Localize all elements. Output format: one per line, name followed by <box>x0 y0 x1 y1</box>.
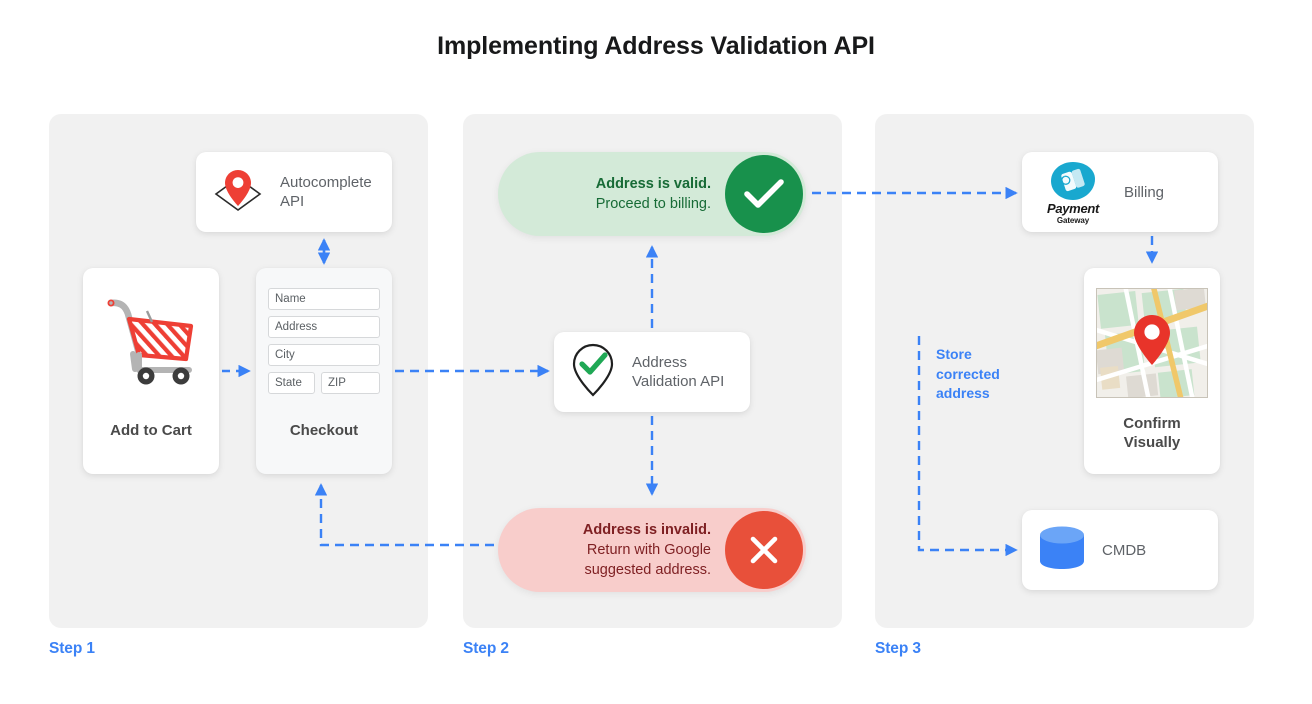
address-valid-pill: Address is valid. Proceed to billing. <box>498 152 806 236</box>
payment-gateway-sub: Gateway <box>1056 215 1090 225</box>
name-field[interactable]: Name <box>268 288 380 310</box>
step-1-label: Step 1 <box>49 640 95 657</box>
zip-field[interactable]: ZIP <box>321 372 380 394</box>
payment-gateway-word: Payment <box>1046 200 1100 216</box>
map-thumbnail-icon <box>1096 288 1208 398</box>
cmdb-label: CMDB <box>1102 541 1147 559</box>
map-pin-diamond-icon <box>210 164 266 221</box>
step-2-label: Step 2 <box>463 640 509 657</box>
address-validation-api-label: Address Validation API <box>632 354 725 390</box>
address-field[interactable]: Address <box>268 316 380 338</box>
add-to-cart-card[interactable]: Add to Cart <box>83 268 219 474</box>
checkout-caption: Checkout <box>289 422 359 439</box>
close-x-icon <box>725 511 803 589</box>
billing-card[interactable]: Payment Gateway Billing <box>1022 152 1218 232</box>
autocomplete-api-label: Autocomplete API <box>280 174 372 210</box>
add-to-cart-caption: Add to Cart <box>110 422 192 439</box>
confirm-visually-caption: Confirm Visually <box>1123 415 1181 451</box>
database-cylinder-icon <box>1036 523 1088 578</box>
address-valid-line1: Address is valid. <box>595 176 711 192</box>
state-zip-row: State ZIP <box>268 372 380 394</box>
pin-check-icon <box>568 341 618 404</box>
autocomplete-api-card[interactable]: Autocomplete API <box>196 152 392 232</box>
payment-gateway-logo-icon: Payment Gateway <box>1036 160 1110 225</box>
address-invalid-pill: Address is invalid. Return with Google s… <box>498 508 806 592</box>
checkmark-icon <box>725 155 803 233</box>
city-field[interactable]: City <box>268 344 380 366</box>
address-invalid-line2: Return with Google <box>586 542 711 558</box>
shopping-cart-icon <box>99 292 203 393</box>
confirm-visually-card[interactable]: Confirm Visually <box>1084 268 1220 474</box>
address-invalid-text: Address is invalid. Return with Google s… <box>583 520 711 580</box>
cmdb-card[interactable]: CMDB <box>1022 510 1218 590</box>
address-invalid-line3: suggested address. <box>584 562 711 578</box>
address-valid-text: Address is valid. Proceed to billing. <box>596 174 711 214</box>
billing-label: Billing <box>1124 183 1165 201</box>
address-valid-line2: Proceed to billing. <box>595 196 711 212</box>
address-validation-api-card[interactable]: Address Validation API <box>554 332 750 412</box>
page-title: Implementing Address Validation API <box>437 32 875 60</box>
checkout-card[interactable]: Name Address City State ZIP Checkout <box>256 268 392 474</box>
step-3-label: Step 3 <box>875 640 921 657</box>
store-corrected-address-note: Store corrected address <box>936 346 1000 401</box>
checkout-form: Name Address City State ZIP <box>256 288 392 394</box>
state-field[interactable]: State <box>268 372 315 394</box>
address-invalid-line1: Address is invalid. <box>582 522 711 538</box>
